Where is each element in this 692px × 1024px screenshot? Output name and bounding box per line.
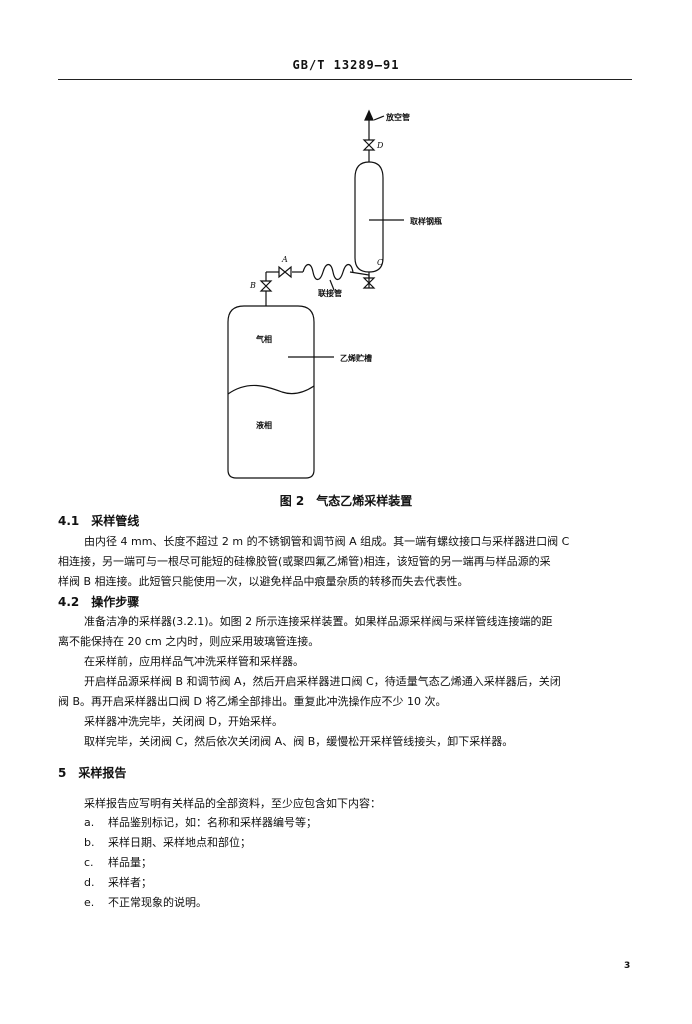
section-4-2-line: 准备洁净的采样器(3.2.1)。如图 2 所示连接采样装置。如果样品源采样阀与采… <box>84 615 553 628</box>
valve-b-icon <box>259 280 273 292</box>
label-valve-b: B <box>249 281 256 290</box>
sampling-cylinder <box>354 161 384 273</box>
ethylene-storage-tank <box>227 305 315 479</box>
section-5-heading: 5 采样报告 <box>58 766 127 780</box>
figure-caption: 图 2 气态乙烯采样装置 <box>279 494 413 508</box>
header-rule <box>58 79 632 80</box>
section-4-2-line: 离不能保持在 20 cm 之内时，则应采用玻璃管连接。 <box>58 635 320 648</box>
report-item-text: 样品量； <box>108 856 152 869</box>
report-item-mark: a. <box>84 816 95 829</box>
report-item: d. 采样者； <box>84 873 664 893</box>
label-valve-a: A <box>281 255 288 264</box>
section-4-2-heading: 4.2 操作步骤 <box>58 595 140 609</box>
page-number: 3 <box>624 961 631 971</box>
section-5-intro: 采样报告应写明有关样品的全部资料，至少应包含如下内容： <box>84 797 381 810</box>
standard-number-header: GB/T 13289—91 <box>292 58 400 72</box>
sampling-apparatus-figure: 放空管 D 取样钢瓶 C A 联接管 B 气相 乙烯贮槽 液相 <box>227 109 442 479</box>
label-liquid-phase: 液相 <box>256 420 272 430</box>
report-item: c. 样品量； <box>84 853 664 873</box>
report-item-text: 采样日期、采样地点和部位； <box>108 836 251 849</box>
report-item: e. 不正常现象的说明。 <box>84 893 664 913</box>
label-valve-c: C <box>377 258 383 267</box>
section-4-1-line: 相连接，另一端可与一根尽可能短的硅橡胶管(或聚四氟乙烯管)相连，该短管的另一端再… <box>58 555 551 568</box>
label-gas-phase: 气相 <box>255 334 272 344</box>
report-item: a. 样品鉴别标记，如：名称和采样器编号等； <box>84 813 664 833</box>
section-4-2-line: 取样完毕，关闭阀 C，然后依次关闭阀 A、阀 B，缓慢松开采样管线接头，卸下采样… <box>84 735 514 748</box>
label-storage-tank: 乙烯贮槽 <box>340 353 372 363</box>
label-connecting-hose: 联接管 <box>318 288 342 298</box>
report-item-mark: e. <box>84 896 95 909</box>
report-item-text: 样品鉴别标记，如：名称和采样器编号等； <box>108 816 317 829</box>
section-4-2-line: 在采样前，应用样品气冲洗采样管和采样器。 <box>84 655 304 668</box>
report-item-text: 不正常现象的说明。 <box>108 896 207 909</box>
connecting-hose <box>302 263 354 281</box>
label-vent-pipe: 放空管 <box>385 112 410 122</box>
report-item-mark: d. <box>84 876 95 889</box>
valve-a-icon <box>278 265 292 279</box>
report-item-mark: b. <box>84 836 95 849</box>
report-item: b. 采样日期、采样地点和部位； <box>84 833 664 853</box>
label-valve-d: D <box>376 141 384 150</box>
section-4-2-line: 采样器冲洗完毕，关闭阀 D，开始采样。 <box>84 715 283 728</box>
section-4-2-line: 阀 B。再开启采样器出口阀 D 将乙烯全部排出。重复此冲洗操作应不少 10 次。 <box>58 695 447 708</box>
report-item-text: 采样者； <box>108 876 152 889</box>
section-4-1-heading: 4.1 采样管线 <box>58 514 140 528</box>
valve-d-icon <box>362 139 376 151</box>
report-item-mark: c. <box>84 856 94 869</box>
section-4-1-line: 样阀 B 相连接。此短管只能使用一次，以避免样品中痕量杂质的转移而失去代表性。 <box>58 575 469 588</box>
vent-arrow <box>364 109 374 121</box>
label-sampling-cylinder: 取样钢瓶 <box>410 216 442 226</box>
section-4-1-line: 由内径 4 mm、长度不超过 2 m 的不锈钢管和调节阀 A 组成。其一端有螺纹… <box>84 535 570 548</box>
liquid-level-line <box>227 384 315 395</box>
section-4-2-line: 开启样品源采样阀 B 和调节阀 A，然后开启采样器进口阀 C，待适量气态乙烯通入… <box>84 675 561 688</box>
